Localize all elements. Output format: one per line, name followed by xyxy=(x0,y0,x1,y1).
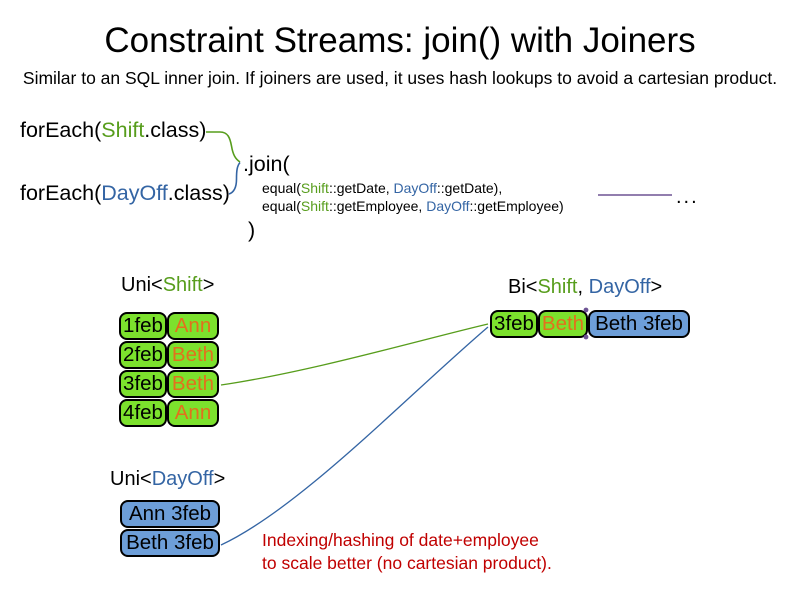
code-text: .class) xyxy=(144,118,207,142)
label-text: Uni< xyxy=(110,468,152,490)
code-text: equal( xyxy=(262,180,301,196)
table-row: Beth 3feb xyxy=(120,529,220,557)
dayoff-class-token: DayOff xyxy=(101,181,168,205)
dayoff-class-token: DayOff xyxy=(426,198,470,214)
shift-date-cell: 2feb xyxy=(119,341,167,369)
label-text: > xyxy=(213,468,226,490)
code-text: equal( xyxy=(262,198,301,214)
code-text: .class) xyxy=(167,181,230,205)
code-text: ::getDate, xyxy=(328,180,394,196)
shift-date-cell: 4feb xyxy=(119,399,167,427)
code-text: forEach( xyxy=(20,118,102,142)
page-subtitle: Similar to an SQL inner join. If joiners… xyxy=(22,68,778,88)
dayoff-cell: Beth 3feb xyxy=(120,529,220,557)
shift-class-token: Shift xyxy=(300,198,329,214)
bi-shift-employee-cell: Beth xyxy=(538,310,588,338)
uni-shift-label: Uni<Shift> xyxy=(121,274,214,297)
code-foreach-shift: forEach(Shift.class) xyxy=(20,118,206,144)
code-foreach-dayoff: forEach(DayOff.class) xyxy=(20,181,230,207)
label-text: > xyxy=(202,274,215,296)
bi-dayoff-cell: Beth 3feb xyxy=(588,310,690,338)
table-row: 1feb Ann xyxy=(119,312,219,340)
label-text: Bi< xyxy=(508,276,538,298)
uni-dayoff-label: Uni<DayOff> xyxy=(110,468,225,491)
code-join-open: .join( xyxy=(243,152,290,176)
label-text: Uni< xyxy=(121,274,163,296)
table-row: 4feb Ann xyxy=(119,399,219,427)
shift-to-bi-connector xyxy=(220,323,489,386)
shift-employee-cell: Ann xyxy=(167,399,219,427)
code-text: ::getEmployee, xyxy=(328,198,427,214)
label-text: > xyxy=(650,276,663,298)
table-row: 3feb Beth xyxy=(119,370,219,398)
shift-class-token: Shift xyxy=(537,276,578,298)
dayoff-class-token: DayOff xyxy=(393,180,437,196)
shift-date-cell: 1feb xyxy=(119,312,167,340)
code-equal-date: equal(Shift::getDate, DayOff::getDate), xyxy=(262,179,502,197)
shift-employee-cell: Beth xyxy=(167,370,219,398)
code-text: ::getDate), xyxy=(436,180,503,196)
shift-class-token: Shift xyxy=(162,274,203,296)
indexing-note: Indexing/hashing of date+employee to sca… xyxy=(262,529,552,575)
code-text: forEach( xyxy=(20,181,102,205)
indexing-note-line1: Indexing/hashing of date+employee xyxy=(262,530,539,550)
code-join-close: ) xyxy=(248,218,256,242)
indexing-note-line2: to scale better (no cartesian product). xyxy=(262,553,552,573)
brace-shift-connector xyxy=(206,131,241,163)
bi-shift-date-cell: 3feb xyxy=(490,310,538,338)
shift-employee-cell: Beth xyxy=(167,341,219,369)
bi-result-row: 3feb Beth Beth 3feb xyxy=(490,310,690,338)
dayoff-cell: Ann 3feb xyxy=(120,500,220,528)
page-title: Constraint Streams: join() with Joiners xyxy=(104,21,696,60)
shift-employee-cell: Ann xyxy=(167,312,219,340)
uni-shift-table: 1feb Ann 2feb Beth 3feb Beth 4feb Ann xyxy=(119,312,219,427)
code-text: ::getEmployee) xyxy=(469,198,564,214)
joiners-ellipsis: ... xyxy=(676,186,699,208)
brace-dayoff-connector xyxy=(228,161,241,195)
shift-class-token: Shift xyxy=(300,180,329,196)
table-row: 2feb Beth xyxy=(119,341,219,369)
dayoff-class-token: DayOff xyxy=(151,468,214,490)
bi-label: Bi<Shift, DayOff> xyxy=(508,276,662,299)
table-row: Ann 3feb xyxy=(120,500,220,528)
code-equal-employee: equal(Shift::getEmployee, DayOff::getEmp… xyxy=(262,197,564,215)
uni-dayoff-table: Ann 3feb Beth 3feb xyxy=(120,500,220,557)
dayoff-to-bi-connector xyxy=(220,326,489,546)
dayoff-class-token: DayOff xyxy=(588,276,651,298)
shift-class-token: Shift xyxy=(101,118,145,142)
label-text: , xyxy=(577,276,589,298)
shift-date-cell: 3feb xyxy=(119,370,167,398)
